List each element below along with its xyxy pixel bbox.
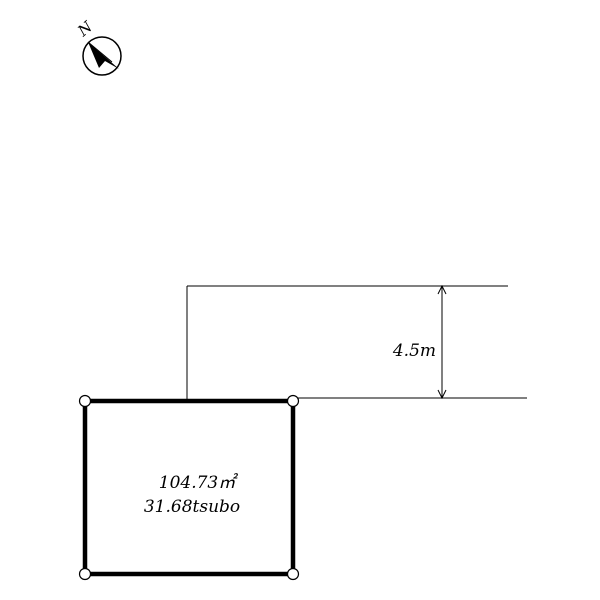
boundary-marker: [286, 567, 300, 581]
north-label: N: [73, 17, 96, 40]
boundary-marker: [78, 394, 92, 408]
north-arrow-icon: N: [73, 17, 122, 76]
dimension-arrow-bottom: [437, 389, 447, 400]
road-width-dimension: 4.5m: [392, 284, 447, 400]
road: [186, 285, 527, 400]
lot-area-tsubo: 31.68tsubo: [144, 497, 240, 517]
road-width-label: 4.5m: [392, 341, 436, 361]
lot: 104.73㎡ 31.68tsubo: [78, 394, 300, 581]
compass-needle-axis: [87, 41, 113, 63]
dimension-arrow-top: [437, 284, 447, 295]
boundary-marker: [78, 567, 92, 581]
lot-area-m2: 104.73㎡: [159, 473, 238, 493]
lot-boundary: [82, 398, 296, 577]
boundary-marker: [286, 394, 300, 408]
